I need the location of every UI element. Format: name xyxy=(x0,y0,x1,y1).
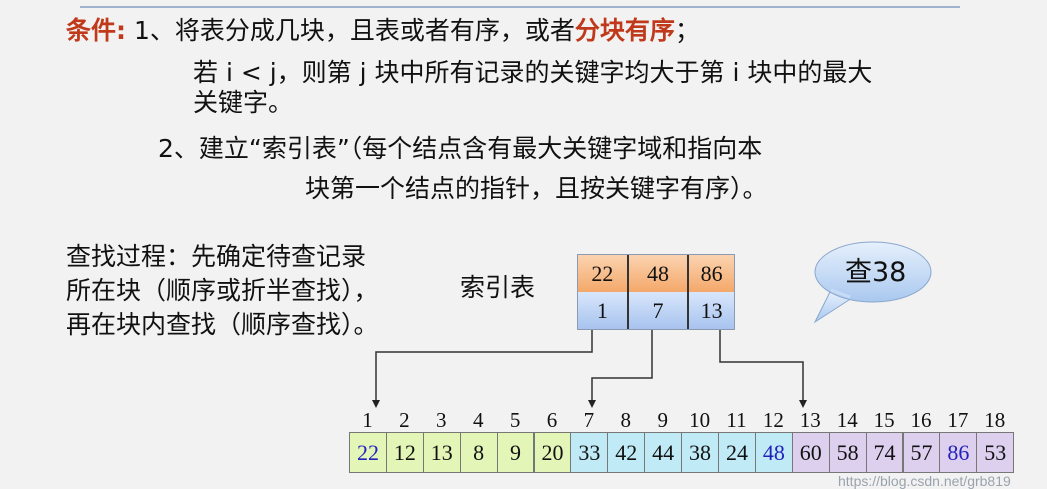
condition-text: 1、将表分成几块，且表或者有序，或者 xyxy=(133,16,575,45)
array-index: 10 xyxy=(689,408,711,432)
condition-line-1: 条件: 1、将表分成几块，且表或者有序，或者分块有序； xyxy=(66,17,700,44)
process-line: 再在块内查找（顺序查找）。 xyxy=(66,310,379,339)
condition-line-5: 块第一个结点的指针，且按关键字有序）。 xyxy=(305,174,768,203)
array-index: 6 xyxy=(546,408,558,432)
array-index: 17 xyxy=(947,408,969,432)
array-cell: 42 xyxy=(607,432,646,473)
array-cell: 22 xyxy=(349,432,387,473)
condition-suffix: ； xyxy=(674,16,700,45)
array-index: 1 xyxy=(362,408,373,432)
pointer: 13 xyxy=(700,297,723,323)
array-cell: 12 xyxy=(385,432,424,473)
array-cell: 60 xyxy=(791,432,830,473)
array-cell: 9 xyxy=(496,432,535,473)
condition-line-2: 若 i < j，则第 j 块中所有记录的关键字均大于第 i 块中的最大 xyxy=(193,58,873,87)
speech-bubble xyxy=(813,241,932,324)
arrow-block-1 xyxy=(375,330,593,404)
array-cell: 20 xyxy=(533,432,572,473)
array-index: 15 xyxy=(873,408,895,432)
array-index: 5 xyxy=(509,408,521,432)
array-index: 11 xyxy=(726,408,747,432)
array-cell: 13 xyxy=(422,432,461,473)
array-cell: 38 xyxy=(681,432,719,473)
condition-label: 条件: xyxy=(66,16,126,45)
array-cell: 53 xyxy=(976,432,1015,473)
array-cell: 44 xyxy=(644,432,683,473)
max-key: 86 xyxy=(700,260,723,286)
max-key: 48 xyxy=(629,255,690,292)
array-index: 4 xyxy=(472,408,484,432)
array-cell: 8 xyxy=(459,432,498,473)
pointer: 1 xyxy=(578,292,629,329)
arrow-block-3 xyxy=(719,330,804,404)
array-cell: 33 xyxy=(570,432,609,473)
array-index: 18 xyxy=(984,408,1006,432)
arrow-block-2 xyxy=(591,330,653,404)
array-cell: 24 xyxy=(718,432,756,473)
pointer: 7 xyxy=(629,292,690,329)
array-cell: 48 xyxy=(754,432,793,473)
top-divider xyxy=(80,6,960,8)
index-table-label: 索引表 xyxy=(460,273,536,302)
array-cell: 58 xyxy=(828,432,867,473)
array-index: 13 xyxy=(799,408,821,432)
array-index: 2 xyxy=(399,408,410,432)
array-index: 8 xyxy=(620,408,632,432)
array-index: 12 xyxy=(762,408,784,432)
condition-line-4: 2、建立“索引表”（每个结点含有最大关键字域和指向本 xyxy=(158,134,763,163)
process-line: 查找过程：先确定待查记录 xyxy=(66,242,367,271)
process-line: 所在块（顺序或折半查找）， xyxy=(66,276,379,305)
bubble-text: 查38 xyxy=(845,257,907,288)
watermark: https://blog.csdn.net/grb819 xyxy=(838,473,1011,489)
array-index: 3 xyxy=(436,408,447,432)
array-index: 9 xyxy=(657,408,668,432)
array-cell: 86 xyxy=(939,432,978,473)
array-index: 16 xyxy=(910,408,932,432)
max-key: 22 xyxy=(578,255,629,292)
array-cell: 57 xyxy=(902,432,941,473)
array-cell: 74 xyxy=(865,432,904,473)
condition-highlight: 分块有序 xyxy=(574,16,675,45)
array-index: 7 xyxy=(583,408,595,432)
array-index: 14 xyxy=(836,408,858,432)
condition-line-3: 关键字。 xyxy=(193,88,294,117)
